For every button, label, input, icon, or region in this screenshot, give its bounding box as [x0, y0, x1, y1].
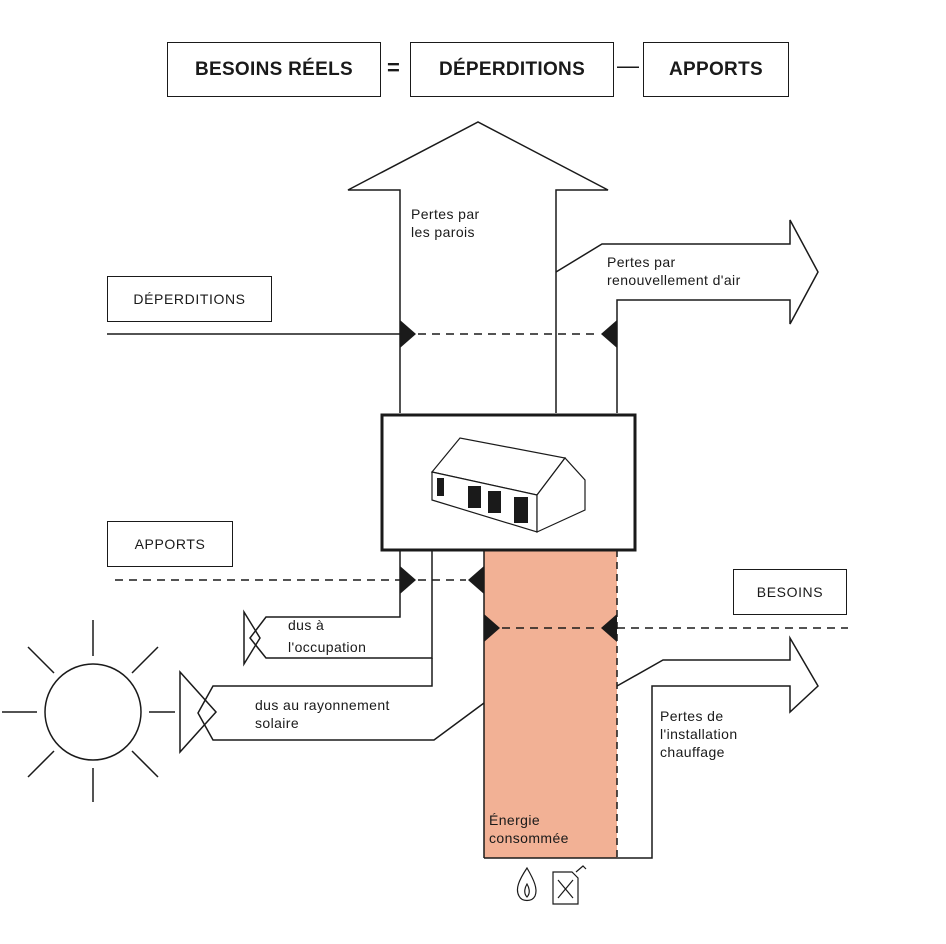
equation-besoins-reels: BESOINS RÉELS: [194, 58, 354, 80]
occupation-chevron: [243, 609, 261, 667]
pertes-air-text: Pertes par renouvellement d'air: [607, 254, 741, 288]
besoins-marker-right: [601, 614, 617, 642]
heating-losses-arrow: [616, 635, 819, 859]
deperditions-marker-left: [400, 320, 416, 348]
pertes-parois-text: Pertes par les parois: [411, 206, 480, 240]
equation-apports-box: APPORTS: [643, 42, 789, 97]
sun-icon: [2, 620, 175, 802]
deperditions-label-box: DÉPERDITIONS: [107, 276, 272, 322]
energie-text: Énergie consommée: [489, 812, 569, 846]
besoins-label: BESOINS: [756, 584, 824, 600]
apports-label: APPORTS: [134, 536, 206, 552]
equation-equals: =: [387, 55, 400, 80]
besoins-marker-left: [484, 614, 500, 642]
deperditions-marker-right: [601, 320, 617, 348]
equation-deperditions: DÉPERDITIONS: [438, 58, 586, 80]
deperditions-label: DÉPERDITIONS: [133, 291, 246, 307]
solar-gains-arrow: [197, 658, 485, 741]
fuel-can-icon: [552, 865, 587, 905]
occupation-text: dus à l'occupation: [288, 617, 367, 655]
house-icon: [430, 437, 586, 533]
flame-icon: [516, 866, 537, 902]
apports-label-box: APPORTS: [107, 521, 233, 567]
apports-marker-right: [468, 566, 484, 594]
apports-marker-left: [400, 566, 416, 594]
equation-besoins-reels-box: BESOINS RÉELS: [167, 42, 381, 97]
equation-apports: APPORTS: [669, 58, 763, 80]
solar-chevron: [179, 670, 218, 754]
wall-losses-arrow: [347, 121, 609, 413]
besoins-label-box: BESOINS: [733, 569, 847, 615]
energy-column: [484, 550, 617, 858]
rayonnement-text: dus au rayonnement solaire: [255, 697, 390, 731]
air-losses-arrow: [555, 219, 819, 413]
equation-minus: —: [617, 53, 639, 78]
equation-deperditions-box: DÉPERDITIONS: [410, 42, 614, 97]
installation-text: Pertes de l'installation chauffage: [660, 708, 738, 760]
